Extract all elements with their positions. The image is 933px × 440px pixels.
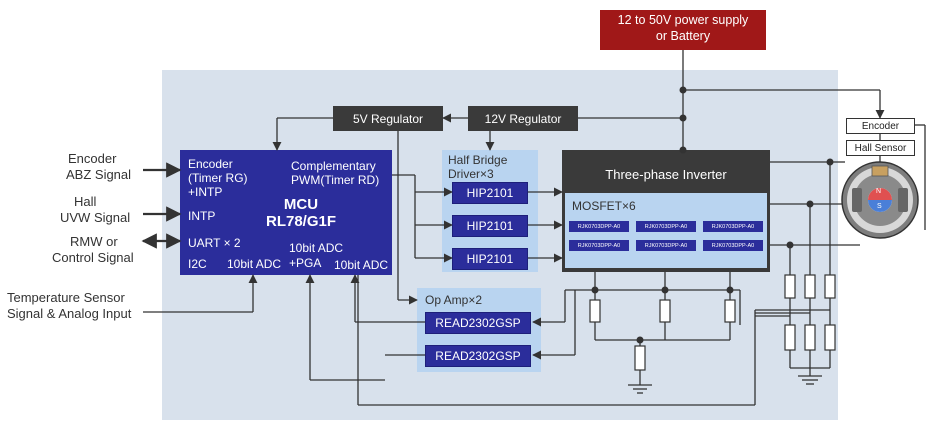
mosfet-label: MOSFET×6 [572, 199, 636, 213]
mcu-encoder-label-3: +INTP [188, 185, 223, 199]
shunt-resistor [634, 345, 646, 371]
mcu-i2c-label: I2C [188, 257, 207, 271]
12v-regulator: 12V Regulator [468, 106, 578, 131]
mosfet-part: RJK0703DPP-A0 [636, 240, 696, 251]
divider-resistor [784, 324, 796, 351]
divider-resistor [824, 274, 836, 299]
mcu-uart-label: UART × 2 [188, 236, 241, 250]
hall-sensor-box: Hall Sensor [846, 140, 915, 156]
divider-resistor [784, 274, 796, 299]
divider-resistor [824, 324, 836, 351]
hall-signal-label-2: UVW Signal [60, 210, 131, 225]
mcu-adc-label: 10bit ADC [227, 257, 282, 271]
op-amp-chip-1: READ2302GSP [425, 312, 531, 334]
shunt-resistor [589, 299, 601, 323]
mosfet-part: RJK0703DPP-A0 [569, 240, 629, 251]
motor-south-label: S [877, 203, 882, 210]
mcu-encoder-label-2: (Timer RG) [188, 171, 248, 185]
mcu-adc-label-3: 10bit ADC [334, 258, 389, 272]
mosfet-part: RJK0703DPP-A0 [703, 240, 763, 251]
encoder-signal-label-1: Encoder [68, 151, 117, 166]
mcu-title-2: RL78/G1F [265, 213, 337, 230]
hip2101-chip-3: HIP2101 [452, 248, 528, 270]
rmw-label-1: RMW or [70, 234, 118, 249]
power-supply-label-2: or Battery [655, 29, 711, 43]
mcu-title-1: MCU [283, 196, 319, 213]
encoder-sensor-box: Encoder [846, 118, 915, 134]
power-supply-label-1: 12 to 50V power supply [617, 13, 749, 27]
mosfet-part: RJK0703DPP-A0 [636, 221, 696, 232]
hip2101-chip-2: HIP2101 [452, 215, 528, 237]
rmw-label-2: Control Signal [52, 250, 134, 265]
hall-signal-label-1: Hall [74, 194, 97, 209]
mcu-encoder-label-1: Encoder [188, 157, 233, 171]
temp-sensor-label-2: Signal & Analog Input [7, 306, 132, 321]
motor-icon [841, 161, 919, 239]
mcu-block [180, 150, 392, 275]
encoder-signal-label-2: ABZ Signal [66, 167, 132, 182]
mcu-adc-pga-label-2: +PGA [289, 256, 322, 270]
op-amp-label: Op Amp×2 [425, 293, 483, 307]
hip2101-chip-1: HIP2101 [452, 182, 528, 204]
motor-north-label: N [876, 188, 882, 195]
mosfet-part: RJK0703DPP-A0 [569, 221, 629, 232]
shunt-resistor [659, 299, 671, 323]
mcu-pwm-label-2: PWM(Timer RD) [291, 173, 380, 187]
5v-regulator: 5V Regulator [333, 106, 443, 131]
half-bridge-label-2: Driver×3 [448, 167, 494, 181]
inverter-title: Three-phase Inverter [605, 167, 727, 182]
mosfet-part: RJK0703DPP-A0 [703, 221, 763, 232]
divider-resistor [804, 324, 816, 351]
half-bridge-label-1: Half Bridge [448, 153, 508, 167]
mcu-pwm-label-1: Complementary [291, 159, 376, 173]
op-amp-chip-2: READ2302GSP [425, 345, 531, 367]
temp-sensor-label-1: Temperature Sensor [7, 290, 125, 305]
divider-resistor [804, 274, 816, 299]
power-supply-box [600, 10, 766, 50]
shunt-resistor [724, 299, 736, 323]
mcu-intp-label: INTP [188, 209, 216, 223]
mcu-adc-pga-label-1: 10bit ADC [289, 241, 344, 255]
